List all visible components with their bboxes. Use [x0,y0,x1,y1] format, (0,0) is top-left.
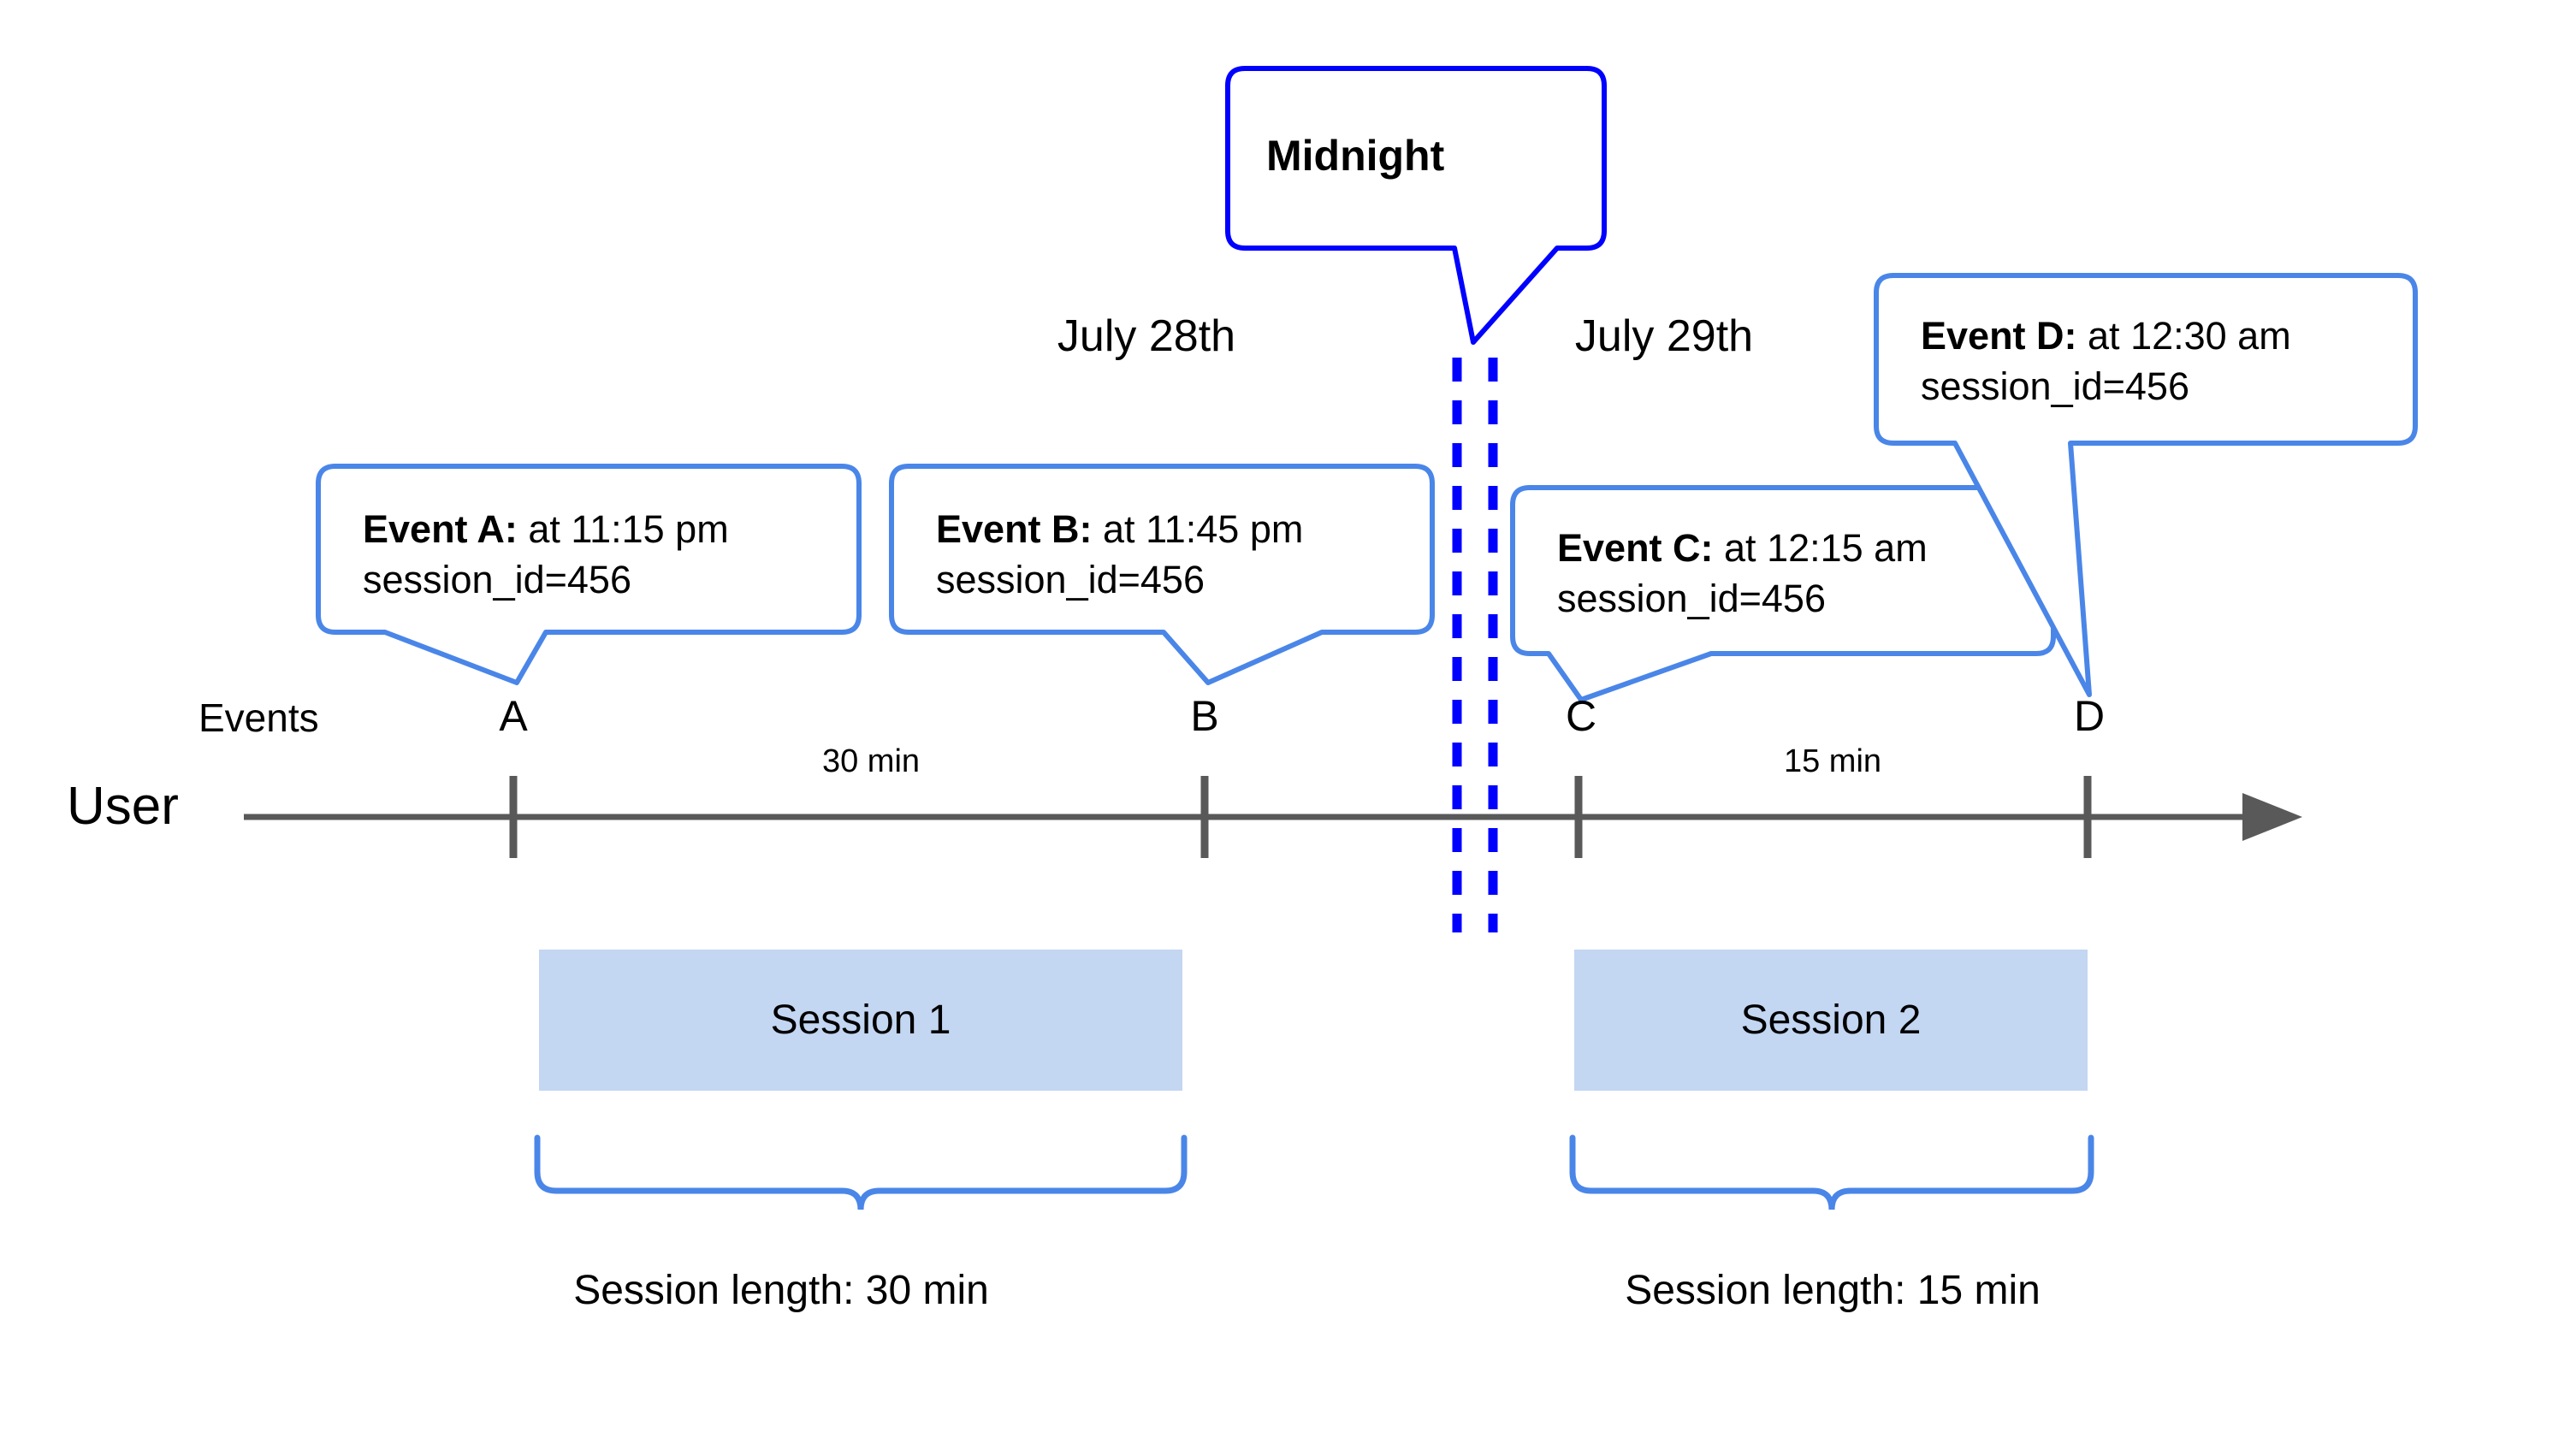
session-label-2: Session 2 [1740,997,1922,1043]
session-brace-2 [1569,1134,2094,1210]
event-callout-d-shape [1874,273,2418,697]
event-d-bold-label: Event D: [1921,314,2077,358]
event-callout-d-text: Event D: at 12:30 am session_id=456 [1921,311,2291,411]
event-callouts [316,273,2418,702]
session-braces [534,1134,2094,1210]
event-a-session-id: session_id=456 [363,557,631,601]
midnight-callout-shape [1225,66,1607,345]
midnight-divider [1452,358,1498,932]
event-a-time: at 11:15 pm [517,507,729,551]
date-label-july-29: July 29th [1574,311,1754,361]
event-b-bold-label: Event B: [936,507,1093,551]
event-letter-a: A [499,692,528,740]
session-label-1: Session 1 [770,997,951,1043]
session-label-box-2: Session 2 [1574,950,2088,1091]
event-callout-a-shape [316,464,862,685]
event-a-bold-label: Event A: [363,507,518,551]
event-d-session-id: session_id=456 [1921,364,2189,408]
event-b-session-id: session_id=456 [936,557,1205,601]
event-callout-b-shape [889,464,1435,685]
session-label-box-1: Session 1 [539,950,1182,1091]
event-callout-a-text: Event A: at 11:15 pm session_id=456 [363,505,729,605]
session-length-caption-2: Session length: 15 min [1625,1268,2041,1313]
event-letter-c: C [1565,692,1597,740]
duration-label-c-to-d: 15 min [1783,743,1882,779]
midnight-callout [1225,66,1607,345]
row-label-events: Events [198,695,319,740]
session-length-caption-1: Session length: 30 min [573,1268,989,1313]
event-d-time: at 12:30 am [2076,314,2291,358]
timeline-axis [244,776,2302,858]
event-letter-b: B [1190,692,1219,740]
event-callout-c-text: Event C: at 12:15 am session_id=456 [1557,524,1928,624]
event-callout-b-text: Event B: at 11:45 pm session_id=456 [936,505,1303,605]
event-b-time: at 11:45 pm [1092,507,1304,551]
row-label-user: User [67,777,179,836]
event-c-time: at 12:15 am [1713,526,1928,570]
event-c-bold-label: Event C: [1557,526,1714,570]
date-label-july-28: July 28th [1057,311,1236,361]
midnight-label: Midnight [1266,132,1445,180]
duration-label-a-to-b: 30 min [821,743,921,779]
event-letter-d: D [2073,692,2106,740]
event-c-session-id: session_id=456 [1557,576,1826,620]
session-brace-1 [534,1134,1188,1210]
